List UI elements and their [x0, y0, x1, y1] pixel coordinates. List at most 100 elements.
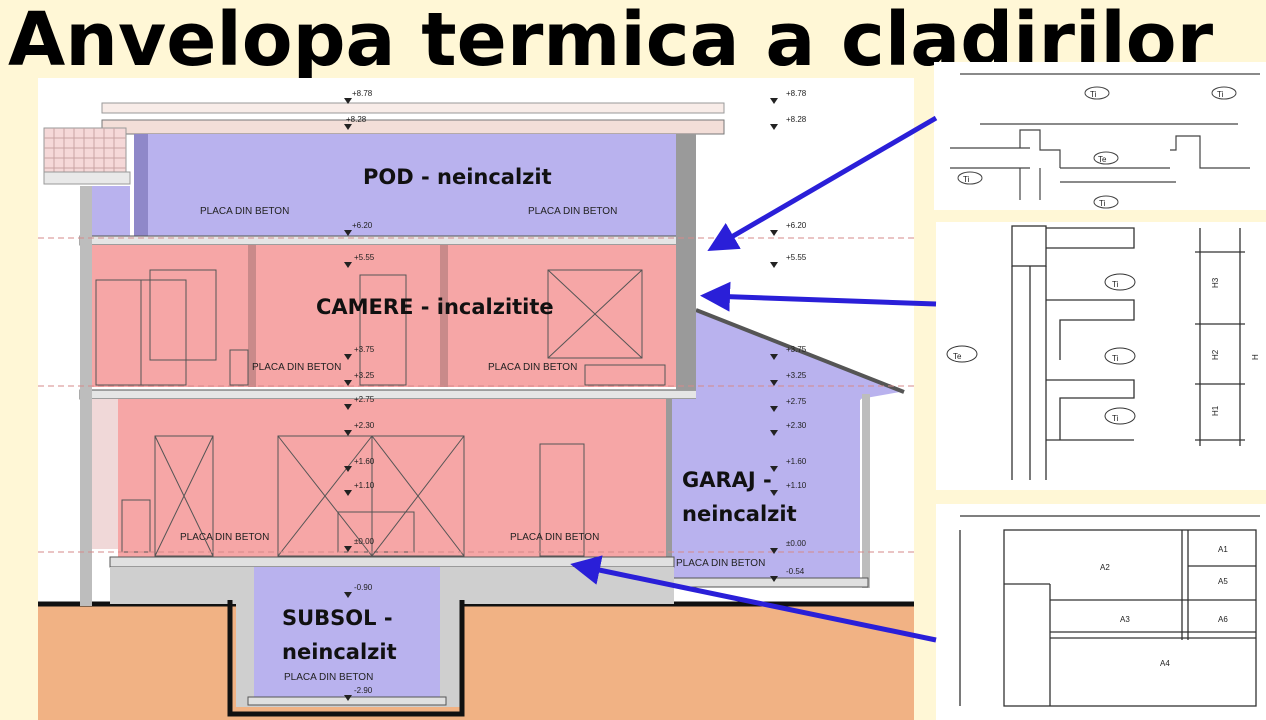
detail-2-labels: Te Ti Ti Ti H3 H2 H1 H [946, 273, 1260, 425]
garage-inner-wall [666, 399, 672, 559]
label-pod: POD - neincalzit [363, 165, 552, 189]
garage-outer-wall [862, 394, 870, 588]
basement-outline [227, 600, 465, 717]
detail-3-label-3: A3 [1120, 615, 1130, 624]
detail-3-label-5: A5 [1218, 577, 1228, 586]
ground-left-wall [92, 399, 118, 549]
eave [43, 171, 131, 185]
elevation-left-5: +3.75 [354, 345, 375, 354]
garage-roof-void [696, 312, 900, 399]
detail-3-label-1: A1 [1218, 545, 1228, 554]
arrow-wall [700, 281, 937, 312]
detail-2-label-2: Ti [1112, 280, 1119, 289]
zone-pod-left [92, 186, 130, 236]
slab-label-basement: PLACA DIN BETON [284, 672, 373, 683]
elevation-left-10: +1.10 [354, 481, 375, 490]
pod-left-wall [134, 134, 148, 236]
furniture-sketch [95, 269, 666, 557]
zone-camere-upper [92, 245, 676, 387]
label-garaj-2: neincalzit [682, 502, 797, 526]
elevation-right-9: +1.60 [786, 457, 807, 466]
elevations-right: +8.78 +8.28 +6.20 +5.55 +3.75 +3.25 +2.7… [786, 89, 807, 576]
detail-3-label-4: A4 [1160, 659, 1170, 668]
elevation-left-7: +2.75 [354, 395, 375, 404]
elevation-left-11: ±0.00 [354, 537, 375, 546]
left-wall [80, 186, 92, 606]
label-garaj-1: GARAJ - [682, 468, 772, 492]
elevation-right-3: +6.20 [786, 221, 807, 230]
detail-panel-3 [936, 504, 1266, 720]
slab-label-ground-right: PLACA DIN BETON [510, 532, 599, 543]
detail-1-label-3: Ti [963, 175, 970, 184]
detail-3-label-6: A6 [1218, 615, 1228, 624]
elevation-right-1: +8.78 [786, 89, 807, 98]
detail-1-label-1: Ti [1090, 90, 1097, 99]
detail-1-label-5: Ti [1099, 199, 1106, 208]
elevations-left: +8.78 +8.28 +6.20 +5.55 +3.75 +3.25 +2.7… [346, 89, 375, 695]
upper-partition-2 [440, 245, 448, 387]
elevation-right-5: +3.75 [786, 345, 807, 354]
elevation-right-12: -0.54 [786, 567, 805, 576]
elevation-left-3: +6.20 [352, 221, 373, 230]
garage-roof [695, 308, 905, 394]
elevation-right-7: +2.75 [786, 397, 807, 406]
elevation-left-13: -2.90 [354, 686, 373, 695]
elevation-right-8: +2.30 [786, 421, 807, 430]
detail-3-labels: A1 A2 A3 A4 A5 A6 [1100, 545, 1228, 668]
arrow-attic [707, 115, 938, 252]
elevation-left-12: -0.90 [354, 583, 373, 592]
detail-3-label-2: A2 [1100, 563, 1110, 572]
detail-1-label-4: Te [1098, 155, 1107, 164]
detail-panel-2 [936, 222, 1266, 490]
blue-arrows [570, 115, 938, 643]
slab-label-attic-left: PLACA DIN BETON [200, 206, 289, 217]
foundation-right [460, 567, 674, 604]
elevation-left-8: +2.30 [354, 421, 375, 430]
elevation-left-1: +8.78 [352, 89, 373, 98]
elevation-triangles [344, 98, 778, 701]
elevation-left-2: +8.28 [346, 115, 367, 124]
elevation-right-10: +1.10 [786, 481, 807, 490]
detail-2-label-8: H [1251, 354, 1260, 360]
label-subsol-2: neincalzit [282, 640, 397, 664]
elevation-left-6: +3.25 [354, 371, 375, 380]
ground [38, 604, 914, 720]
arrow-ground-slab [570, 555, 937, 643]
elevation-right-2: +8.28 [786, 115, 807, 124]
elevation-left-4: +5.55 [354, 253, 375, 262]
label-camere: CAMERE - incalzitite [316, 295, 554, 319]
elevation-left-9: +1.60 [354, 457, 375, 466]
zone-pod [134, 134, 676, 236]
detail-3-drawing [959, 515, 1260, 707]
slab-label-garage: PLACA DIN BETON [676, 558, 765, 569]
elevation-right-4: +5.55 [786, 253, 807, 262]
elevation-right-6: +3.25 [786, 371, 807, 380]
detail-2-drawing [1011, 225, 1245, 480]
detail-2-label-3: Ti [1112, 354, 1119, 363]
slab-label-ground-left: PLACA DIN BETON [180, 532, 269, 543]
label-subsol-1: SUBSOL - [282, 606, 393, 630]
detail-2-label-4: Ti [1112, 414, 1119, 423]
detail-1-label-2: Ti [1217, 90, 1224, 99]
detail-2-label-5: H3 [1211, 277, 1220, 288]
detail-1-drawing [950, 73, 1260, 200]
detail-2-label-6: H2 [1211, 349, 1220, 360]
detail-2-label-1: Te [953, 352, 962, 361]
upper-partition-1 [248, 245, 256, 387]
slab-label-upper-right: PLACA DIN BETON [488, 362, 577, 373]
foundation-left [110, 567, 240, 604]
right-wall-upper [676, 134, 696, 390]
zone-garaj [670, 399, 860, 579]
zone-subsol [254, 567, 440, 697]
roof-top [101, 102, 725, 114]
detail-1-labels: Ti Ti Ti Te Ti [957, 86, 1237, 209]
elevation-right-11: ±0.00 [786, 539, 807, 548]
slab-label-upper-left: PLACA DIN BETON [252, 362, 341, 373]
detail-panel-1 [934, 62, 1266, 210]
detail-2-label-7: H1 [1211, 405, 1220, 416]
level-lines [38, 237, 914, 553]
left-roof-hatch [43, 127, 127, 173]
slab-label-attic-right: PLACA DIN BETON [528, 206, 617, 217]
